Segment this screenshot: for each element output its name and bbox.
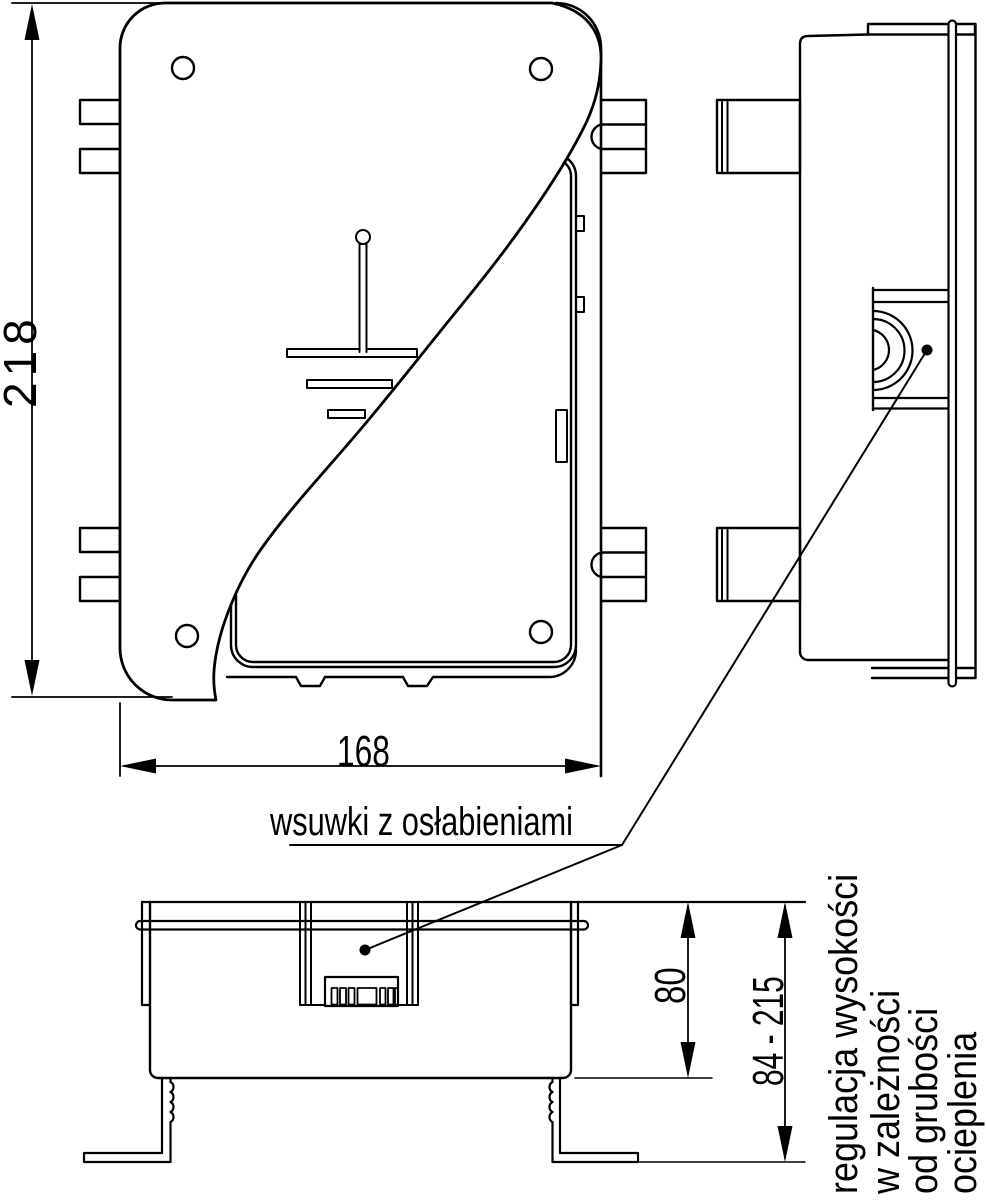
- adjustable-collar: [134, 919, 590, 931]
- box-depth-dimension-label: 80: [646, 967, 695, 1004]
- adjust-note-line-1: regulacja wysokości: [822, 873, 866, 1194]
- slide-housing: [871, 286, 950, 412]
- side-view: [715, 19, 977, 688]
- earth-symbol: [286, 229, 418, 419]
- side-left-tabs: [715, 98, 802, 603]
- front-view: [78, 1, 648, 778]
- screw-holes: [170, 55, 554, 649]
- front-left-tabs: [78, 98, 122, 603]
- spring-legs: [82, 1076, 640, 1164]
- slides-note-label: wsuwki z osłabieniami: [270, 800, 573, 844]
- bottom-slide-slot: [299, 901, 419, 1008]
- depth-range-dimension-label: 84 - 215: [744, 976, 793, 1086]
- dimension-168: [119, 702, 601, 777]
- front-right-tabs: [590, 98, 648, 603]
- width-dimension-label: 168: [337, 727, 390, 776]
- height-dimension-label: 218: [0, 313, 46, 408]
- dimension-84-215: [777, 902, 793, 1162]
- slides-leader: [289, 344, 933, 956]
- bottom-view: [82, 900, 807, 1164]
- side-flange-plate: [947, 19, 958, 688]
- adjust-note-line-4: ocieplenia: [941, 1031, 985, 1194]
- dimension-218: [11, 2, 173, 698]
- dimension-80: [680, 902, 696, 1078]
